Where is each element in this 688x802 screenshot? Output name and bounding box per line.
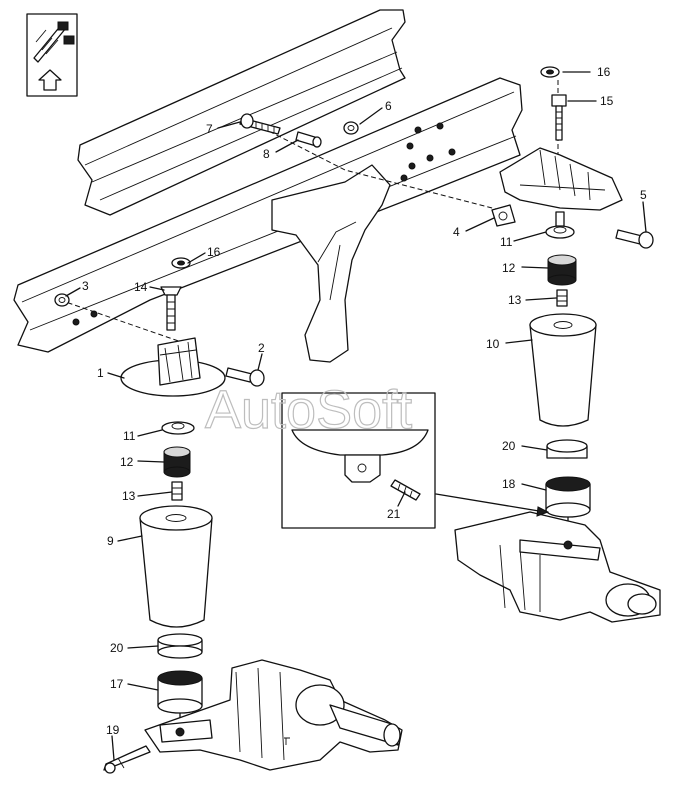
inset-pointer-arrow — [435, 493, 546, 513]
callout-2: 2 — [258, 341, 265, 355]
bracket-1 — [120, 337, 226, 397]
pin-19 — [103, 745, 151, 774]
callout-12-right: 12 — [502, 261, 516, 275]
ring-20-left — [157, 633, 203, 659]
washer-11-left — [161, 421, 195, 435]
callout-17: 17 — [110, 677, 124, 691]
bolt-5 — [615, 229, 654, 249]
washer-6 — [343, 121, 359, 135]
bump-stop-10 — [529, 313, 597, 427]
callout-11-left: 11 — [123, 429, 136, 443]
spacer-13-right — [556, 289, 568, 307]
leader-lines — [65, 71, 647, 761]
callout-19: 19 — [106, 723, 120, 737]
bracket-17 — [157, 670, 203, 736]
left-axle-housing — [144, 659, 403, 771]
callout-13-right: 13 — [508, 293, 522, 307]
bushing-12-right — [547, 254, 577, 286]
crossmember — [271, 164, 391, 363]
callout-3: 3 — [82, 279, 89, 293]
bushing-12-left — [163, 446, 191, 478]
callout-20-left: 20 — [110, 641, 124, 655]
callout-4: 4 — [453, 225, 460, 239]
callout-9: 9 — [107, 534, 114, 548]
callout-14: 14 — [134, 280, 148, 294]
callout-15: 15 — [600, 94, 614, 108]
bolt-15 — [551, 94, 567, 141]
ring-20-right — [546, 439, 588, 459]
watermark-text: AutoSoft — [205, 380, 412, 440]
callout-12-left: 12 — [120, 455, 134, 469]
callout-13-left: 13 — [122, 489, 136, 503]
bracket-18 — [545, 476, 591, 536]
washer-16-right — [540, 66, 560, 78]
callout-7: 7 — [206, 122, 213, 136]
orientation-icon — [26, 13, 78, 97]
callout-16-right: 16 — [597, 65, 611, 79]
washer-11-right — [545, 211, 575, 239]
lower-frame-rail — [13, 77, 523, 353]
bolt-2 — [225, 367, 265, 387]
callout-1: 1 — [97, 366, 104, 380]
callout-11-right: 11 — [500, 235, 513, 249]
callout-21: 21 — [387, 507, 401, 521]
upper-frame-rail — [77, 9, 406, 216]
bolt-7 — [239, 113, 281, 135]
callout-8: 8 — [263, 147, 270, 161]
callout-10: 10 — [486, 337, 500, 351]
inset-detail-box — [281, 392, 436, 529]
callout-16-left: 16 — [207, 245, 221, 259]
callout-6: 6 — [385, 99, 392, 113]
callout-18: 18 — [502, 477, 516, 491]
washer-16-left — [171, 257, 191, 269]
callout-labels: 16 15 6 7 8 5 4 11 12 13 10 20 18 16 14 … — [82, 65, 647, 737]
callout-5: 5 — [640, 188, 647, 202]
assembly-axis-upper — [254, 123, 501, 211]
callout-20-right: 20 — [502, 439, 516, 453]
assembly-axis-lower — [59, 299, 191, 346]
sleeve-8 — [295, 131, 322, 148]
right-axle-housing — [454, 511, 661, 623]
bolt-14 — [160, 286, 182, 331]
washer-3 — [54, 293, 70, 307]
bump-stop-9 — [139, 505, 213, 628]
spacer-13-left — [171, 481, 183, 501]
upper-bracket-4 — [491, 147, 623, 227]
